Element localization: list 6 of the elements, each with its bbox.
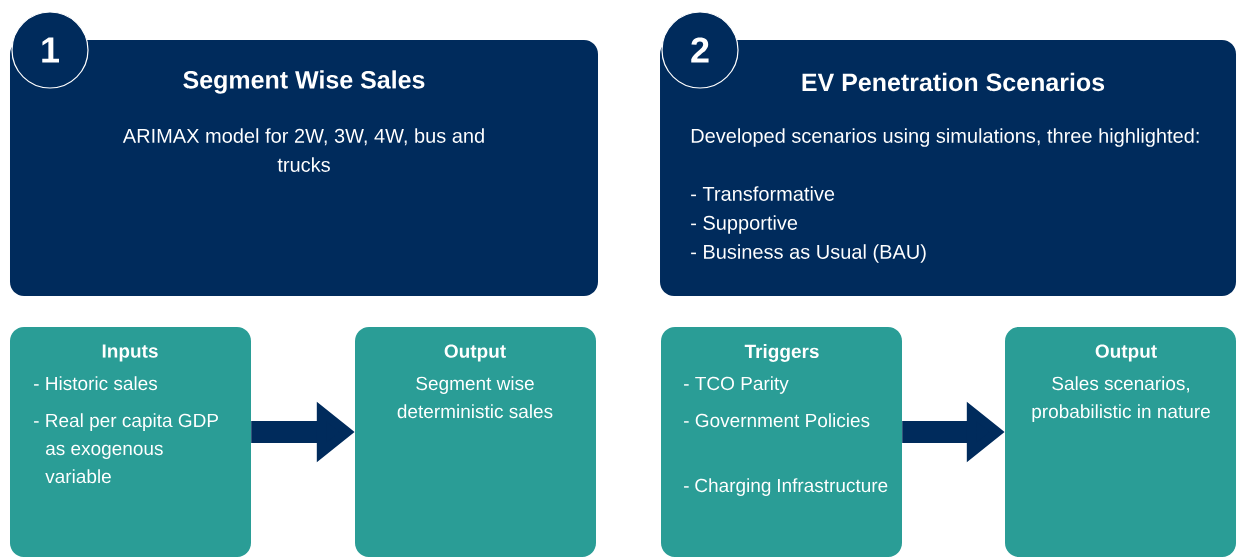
step-box: Inputs - Historic sales - Real per capita GDP as exogenous variable bbox=[10, 327, 251, 557]
step-box: Output Segment wise deterministic sales bbox=[355, 327, 596, 557]
step-box: Triggers - TCO Parity - Government Policies - Charging Infrastructure bbox=[661, 327, 902, 557]
number-badge: 1 bbox=[11, 11, 89, 89]
step-box: Output Sales scenarios, probabilistic in nature bbox=[1005, 327, 1236, 557]
number-badge: 2 bbox=[661, 11, 739, 89]
